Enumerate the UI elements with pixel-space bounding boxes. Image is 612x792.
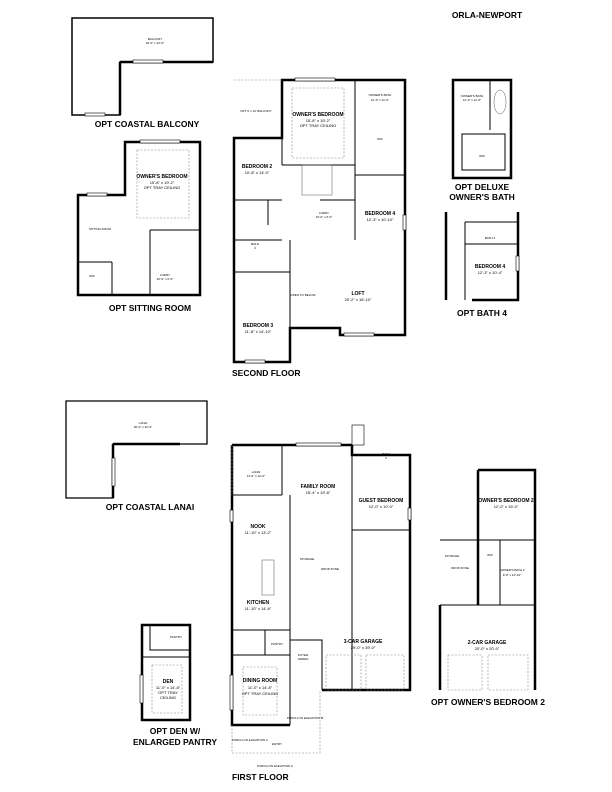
opt-sitting-room: OWNER'S BEDROOM 15'-8" x 19'-2" OPT TRAY… xyxy=(76,139,202,313)
svg-text:OPT OWNER'S BEDROOM 2: OPT OWNER'S BEDROOM 2 xyxy=(431,697,545,707)
svg-text:15'-8" x 19'-2": 15'-8" x 19'-2" xyxy=(150,180,175,185)
svg-text:LANAI: LANAI xyxy=(139,421,148,425)
svg-text:OPT TRAY: OPT TRAY xyxy=(158,690,178,695)
svg-text:3-CAR GARAGE: 3-CAR GARAGE xyxy=(344,639,383,645)
svg-text:11'-10" x 13'-2": 11'-10" x 13'-2" xyxy=(245,530,272,535)
svg-text:3: 3 xyxy=(254,246,256,250)
svg-text:PORCH ON ELEVATION A: PORCH ON ELEVATION A xyxy=(257,764,293,768)
svg-text:32'-0" x 22'-0": 32'-0" x 22'-0" xyxy=(146,41,164,45)
svg-text:OWNER'S BATH: OWNER'S BATH xyxy=(369,93,392,97)
svg-text:30'-0" x 22'-0": 30'-0" x 22'-0" xyxy=(134,425,152,429)
svg-text:GUEST BEDROOM: GUEST BEDROOM xyxy=(359,498,404,504)
svg-text:11'-0" x 12'-0": 11'-0" x 12'-0" xyxy=(247,474,265,478)
svg-text:KITCHEN: KITCHEN xyxy=(247,600,270,606)
svg-text:OWNER'S BATH 2: OWNER'S BATH 2 xyxy=(499,568,525,572)
svg-text:11'-0" x 14'-8": 11'-0" x 14'-8" xyxy=(248,685,273,690)
svg-text:OWNER'S BATH: OWNER'S BATH xyxy=(461,94,484,98)
svg-text:PANTRY: PANTRY xyxy=(271,642,283,646)
svg-text:STORAGE: STORAGE xyxy=(445,554,460,558)
svg-text:OPT TRAY CEILING: OPT TRAY CEILING xyxy=(300,123,337,128)
svg-text:PORCH ON ELEVATION B: PORCH ON ELEVATION B xyxy=(287,716,323,720)
svg-text:PORCH ON ELEVATION C: PORCH ON ELEVATION C xyxy=(232,738,269,742)
opt-coastal-lanai: LANAI 30'-0" x 22'-0" OPT COASTAL LANAI xyxy=(65,400,208,512)
first-floor-plan: LANAI 11'-0" x 12'-0" FAMILY ROOM 15'-4"… xyxy=(229,424,412,782)
svg-text:FOYER: FOYER xyxy=(298,653,309,657)
opt-bath-4: BATH 4 BEDROOM 4 12'-3" x 10'-4" OPT BAT… xyxy=(444,212,520,318)
svg-text:15'-8" x 19'-2": 15'-8" x 19'-2" xyxy=(306,118,331,123)
svg-text:OWNER'S BATH: OWNER'S BATH xyxy=(449,192,515,202)
opt-coastal-balcony: BALCONY 32'-0" x 22'-0" OPT COASTAL BALC… xyxy=(71,17,214,129)
svg-text:LANAI: LANAI xyxy=(252,470,261,474)
second-floor-plan: OPT 6' x 12' BALCONY OWNER'S BEDROOM 15'… xyxy=(232,77,407,378)
plan-title: ORLA-NEWPORT xyxy=(452,10,523,20)
svg-text:CEILING: CEILING xyxy=(160,695,176,700)
svg-text:OWNER'S BEDROOM: OWNER'S BEDROOM xyxy=(292,112,343,118)
svg-text:11'-8" x 14'-10": 11'-8" x 14'-10" xyxy=(245,329,272,334)
svg-text:2: 2 xyxy=(385,456,387,460)
svg-text:OPT 6' x 12' BALCONY: OPT 6' x 12' BALCONY xyxy=(240,109,271,113)
svg-text:LNDRY: LNDRY xyxy=(319,211,329,215)
caption-sitting-room: OPT SITTING ROOM xyxy=(109,303,191,313)
svg-text:OPT DELUXE: OPT DELUXE xyxy=(455,182,510,192)
svg-text:WIC: WIC xyxy=(487,553,494,557)
svg-text:VARIES: VARIES xyxy=(298,657,309,661)
svg-text:12'-0" x 11'-0": 12'-0" x 11'-0" xyxy=(371,98,389,102)
svg-text:OPT BATH 4: OPT BATH 4 xyxy=(457,308,507,318)
svg-text:OPT DEN W/: OPT DEN W/ xyxy=(150,726,201,736)
svg-text:10'-0" x 6'-0": 10'-0" x 6'-0" xyxy=(316,215,333,219)
svg-text:12'-0" x 10'-0": 12'-0" x 10'-0" xyxy=(369,504,394,509)
svg-text:BATH 4: BATH 4 xyxy=(485,236,496,240)
svg-text:12'-0" x 11'-0": 12'-0" x 11'-0" xyxy=(463,98,481,102)
caption-second-floor: SECOND FLOOR xyxy=(232,368,300,378)
svg-text:STORAGE: STORAGE xyxy=(300,557,315,561)
svg-text:OPT TRAY CEILING: OPT TRAY CEILING xyxy=(242,691,279,696)
svg-text:OPT COASTAL LANAI: OPT COASTAL LANAI xyxy=(106,502,194,512)
svg-text:LNDRY: LNDRY xyxy=(160,273,170,277)
svg-text:BEDROOM 4: BEDROOM 4 xyxy=(475,264,506,270)
svg-text:OPT TRAY CEILING: OPT TRAY CEILING xyxy=(144,185,181,190)
svg-text:BATH: BATH xyxy=(382,452,390,456)
svg-text:BATH: BATH xyxy=(251,242,259,246)
svg-text:10'-0" x 6'-0": 10'-0" x 6'-0" xyxy=(157,277,174,281)
svg-text:WIC: WIC xyxy=(89,274,96,278)
svg-text:NOOK: NOOK xyxy=(251,524,266,530)
opt-owners-bedroom-2: OWNER'S BEDROOM 2 12'-0" x 15'-0" OWNER'… xyxy=(431,468,545,707)
svg-text:WIC: WIC xyxy=(479,154,486,158)
svg-text:12'-3" x 10'-4": 12'-3" x 10'-4" xyxy=(478,270,503,275)
svg-text:10'-8" x 14'-0": 10'-8" x 14'-0" xyxy=(245,170,270,175)
svg-text:ENLARGED PANTRY: ENLARGED PANTRY xyxy=(133,737,217,747)
svg-text:DROP ZONE: DROP ZONE xyxy=(451,566,469,570)
svg-text:12'-0" x 15'-0": 12'-0" x 15'-0" xyxy=(494,504,519,509)
svg-text:DEN: DEN xyxy=(163,679,174,685)
opt-deluxe-owners-bath: OWNER'S BATH 12'-0" x 11'-0" WIC OPT DEL… xyxy=(449,78,515,202)
svg-text:OWNER'S BEDROOM: OWNER'S BEDROOM xyxy=(136,174,187,180)
svg-text:DINING ROOM: DINING ROOM xyxy=(243,678,277,684)
svg-text:WIC: WIC xyxy=(377,137,384,141)
svg-text:20'-2" x 16'-10": 20'-2" x 16'-10" xyxy=(345,297,372,302)
svg-text:LOFT: LOFT xyxy=(351,291,364,297)
opt-den-enlarged-pantry: PANTRY DEN 11'-0" x 14'-8" OPT TRAY CEIL… xyxy=(133,623,217,747)
svg-text:OPEN TO BELOW: OPEN TO BELOW xyxy=(290,293,315,297)
svg-text:BALCONY: BALCONY xyxy=(148,37,162,41)
svg-text:11'-0" x 14'-8": 11'-0" x 14'-8" xyxy=(156,685,181,690)
svg-text:PANTRY: PANTRY xyxy=(170,635,182,639)
svg-text:2-CAR GARAGE: 2-CAR GARAGE xyxy=(468,640,507,646)
svg-text:OWNER'S BEDROOM 2: OWNER'S BEDROOM 2 xyxy=(478,498,534,504)
svg-text:FAMILY ROOM: FAMILY ROOM xyxy=(301,484,336,490)
svg-text:SITTING ROOM: SITTING ROOM xyxy=(89,227,112,231)
svg-text:BEDROOM 4: BEDROOM 4 xyxy=(365,211,396,217)
svg-text:12'-3" x 10'-10": 12'-3" x 10'-10" xyxy=(367,217,394,222)
svg-text:11'-10" x 14'-6": 11'-10" x 14'-6" xyxy=(245,606,272,611)
svg-text:DROP ZONE: DROP ZONE xyxy=(321,567,339,571)
svg-text:BEDROOM 3: BEDROOM 3 xyxy=(243,323,274,329)
svg-text:20'-0" x 20'-0": 20'-0" x 20'-0" xyxy=(475,646,500,651)
svg-text:9'-0" x 10'-10": 9'-0" x 10'-10" xyxy=(503,573,521,577)
svg-text:29'-0" x 39'-0": 29'-0" x 39'-0" xyxy=(351,645,376,650)
caption-coastal-balcony: OPT COASTAL BALCONY xyxy=(95,119,200,129)
svg-text:BEDROOM 2: BEDROOM 2 xyxy=(242,164,273,170)
svg-text:ENTRY: ENTRY xyxy=(272,742,282,746)
caption-first-floor: FIRST FLOOR xyxy=(232,772,289,782)
svg-text:15'-4" x 19'-8": 15'-4" x 19'-8" xyxy=(306,490,331,495)
